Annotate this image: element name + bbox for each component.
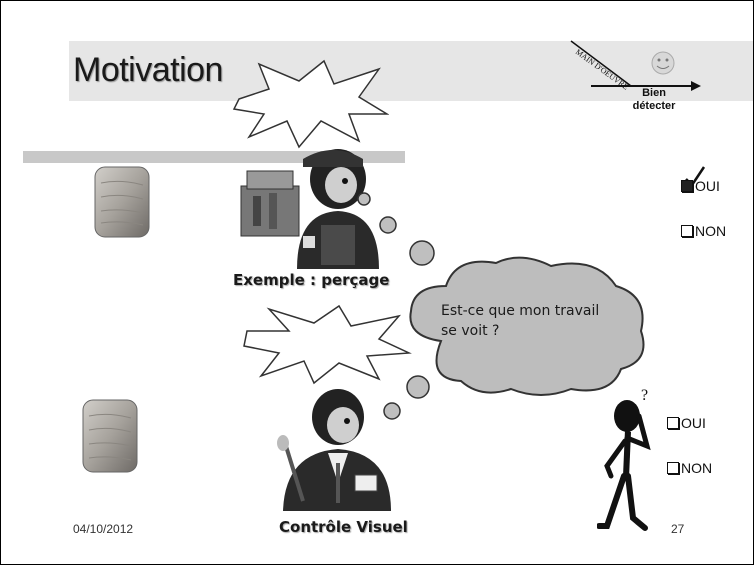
thought-dots-icon: [357, 192, 435, 420]
wood-block-icon: [82, 399, 138, 473]
option-oui-top[interactable]: OUI: [681, 178, 720, 194]
option-label: OUI: [681, 415, 706, 431]
thought-cloud-icon: [409, 256, 645, 396]
legend-line-1: Bien: [642, 87, 666, 99]
inspector-icon: [277, 389, 391, 511]
page-number: 27: [671, 522, 685, 536]
option-label: NON: [695, 223, 727, 239]
footer-date: 04/10/2012: [73, 522, 134, 536]
effort-burst-top: [232, 59, 389, 149]
slide-title: Motivation: [73, 51, 223, 89]
checkbox-icon[interactable]: [667, 462, 679, 474]
svg-text:?: ?: [641, 387, 648, 404]
thought-text: Est-ce que mon travail se voit ?: [441, 303, 600, 339]
checkbox-checked-icon[interactable]: [681, 180, 693, 192]
option-non-bottom[interactable]: NON: [667, 460, 712, 476]
legend-line-2: détecter: [632, 100, 676, 112]
thinking-figure-icon: ?: [597, 387, 651, 531]
checkbox-icon[interactable]: [681, 225, 693, 237]
effort-burst-bottom: [243, 304, 412, 385]
effort-label-bottom: Effort: [316, 335, 345, 349]
caption-visual-control: Contrôle Visuel: [279, 518, 408, 536]
legend-arrow-icon: MAIN D'OEUVRE: [570, 40, 701, 92]
worker-toolbox-icon: [240, 149, 379, 269]
legend-graphic: MAIN D'OEUVRE Bien détecter: [561, 31, 741, 121]
wood-block-icon: [94, 166, 150, 238]
effort-label-top: Effort: [304, 92, 333, 106]
option-label: NON: [681, 460, 713, 476]
option-oui-bottom[interactable]: OUI: [667, 415, 706, 431]
title-band: [69, 41, 753, 101]
checkbox-icon[interactable]: [667, 417, 679, 429]
caption-example: Exemple : perçage: [233, 271, 390, 289]
option-non-top[interactable]: NON: [681, 223, 726, 239]
option-label: OUI: [695, 178, 720, 194]
